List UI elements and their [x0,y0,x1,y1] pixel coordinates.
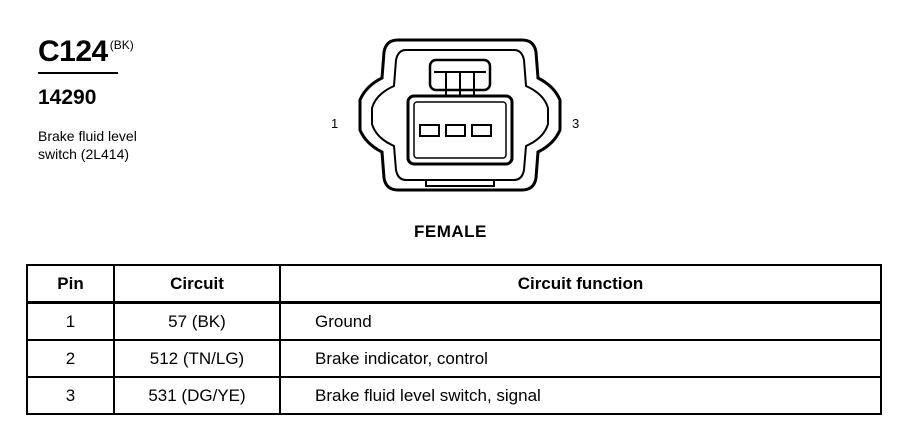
view-label: FEMALE [414,222,487,241]
cell-circuit: 512 (TN/LG) [113,339,281,378]
connector-color-code: (BK) [109,38,134,52]
connector-face-diagram [358,38,562,192]
pin-label-3: 3 [572,116,580,131]
description-line-2: switch (2L414) [38,146,130,162]
part-number: 14290 [38,86,97,109]
terminal-cavity-outer [406,94,514,166]
cell-pin: 1 [26,301,115,341]
connector-inner-housing [371,49,549,181]
header-pin: Pin [26,264,115,304]
cell-function: Brake fluid level switch, signal [279,376,882,415]
cell-function: Brake indicator, control [279,339,882,378]
connector-outer-housing [358,38,562,192]
table-header-row: Pin Circuit Circuit function [26,264,882,304]
cell-circuit: 57 (BK) [113,301,281,341]
cell-function: Ground [279,301,882,341]
title-underline [38,72,118,74]
terminal-cavity-inner [413,101,507,159]
connector-title: C124(BK) [38,36,238,68]
terminal-pin-2 [445,124,466,137]
description-line-1: Brake fluid level [38,128,137,144]
connector-id: C124 [38,35,108,68]
table-row: 2 512 (TN/LG) Brake indicator, control [26,339,882,378]
pin-label-1: 1 [331,116,339,131]
cell-pin: 2 [26,339,115,378]
cell-pin: 3 [26,376,115,415]
terminal-pin-3 [471,124,492,137]
header-circuit-function: Circuit function [279,264,882,304]
terminal-pin-1 [419,124,440,137]
cell-circuit: 531 (DG/YE) [113,376,281,415]
connector-description: Brake fluid level switch (2L414) [38,127,238,163]
header-circuit: Circuit [113,264,281,304]
pinout-table: Pin Circuit Circuit function 1 57 (BK) G… [26,264,882,415]
connector-header: C124(BK) 14290 Brake fluid level switch … [38,36,238,163]
table-row: 3 531 (DG/YE) Brake fluid level switch, … [26,376,882,415]
table-row: 1 57 (BK) Ground [26,301,882,341]
connector-bottom-groove [425,180,495,187]
